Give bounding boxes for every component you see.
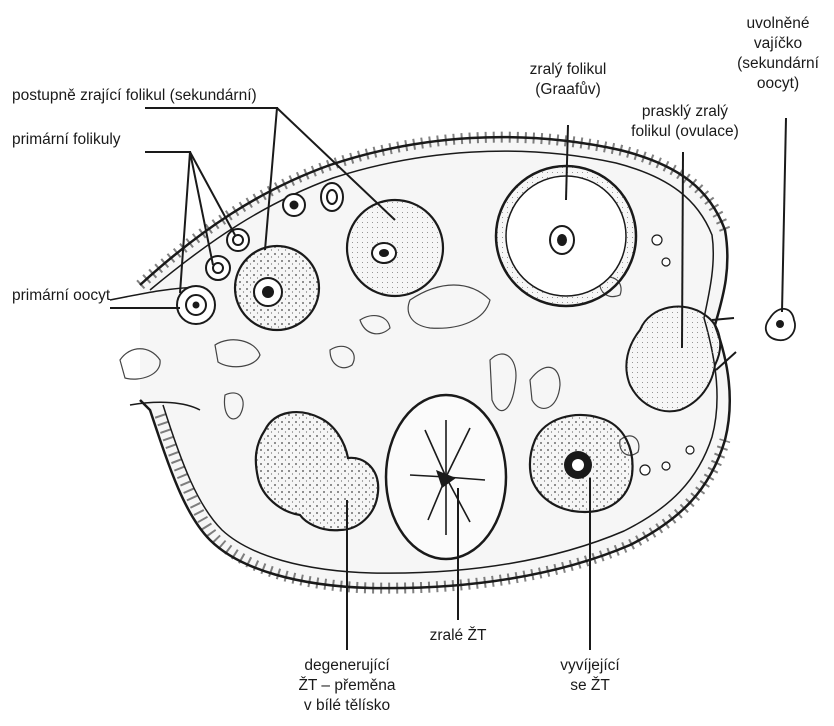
mature-corpus-luteum	[386, 395, 506, 559]
secondary-follicle	[347, 200, 443, 296]
released-ovum	[766, 309, 795, 340]
label-ruptured-line-1: prasklý zralý	[615, 102, 755, 122]
label-released-ovum: uvolněné vajíčko (sekundární oocyt)	[726, 14, 830, 94]
label-degenerating-line-1: degenerující	[282, 656, 412, 676]
label-primary-oocyte: primární oocyt	[12, 286, 110, 306]
label-ruptured-follicle: prasklý zralý folikul (ovulace)	[615, 102, 755, 142]
label-developing-line-1: vyvíjející	[545, 656, 635, 676]
label-ovum-line-1: uvolněné	[726, 14, 830, 34]
label-degenerating-line-2: ŽT – přeměna	[282, 676, 412, 696]
label-ovum-line-3: (sekundární	[726, 54, 830, 74]
label-mature-cl: zralé ŽT	[410, 626, 506, 646]
label-secondary-follicle: postupně zrající folikul (sekundární)	[12, 86, 257, 106]
secondary-follicle-left	[235, 246, 319, 330]
label-graafian-follicle: zralý folikul (Graafův)	[508, 60, 628, 100]
label-ovum-line-4: oocyt)	[726, 74, 830, 94]
label-degenerating-line-3: v bílé tělísko	[282, 696, 412, 716]
label-developing-line-2: se ŽT	[545, 676, 635, 696]
label-ovum-line-2: vajíčko	[726, 34, 830, 54]
label-primary-follicles: primární folikuly	[12, 130, 121, 150]
developing-corpus-luteum	[530, 415, 633, 512]
label-graafian-line-1: zralý folikul	[508, 60, 628, 80]
label-ruptured-line-2: folikul (ovulace)	[615, 122, 755, 142]
label-graafian-line-2: (Graafův)	[508, 80, 628, 100]
label-degenerating-cl: degenerující ŽT – přeměna v bílé tělísko	[282, 656, 412, 716]
label-developing-cl: vyvíjející se ŽT	[545, 656, 635, 696]
